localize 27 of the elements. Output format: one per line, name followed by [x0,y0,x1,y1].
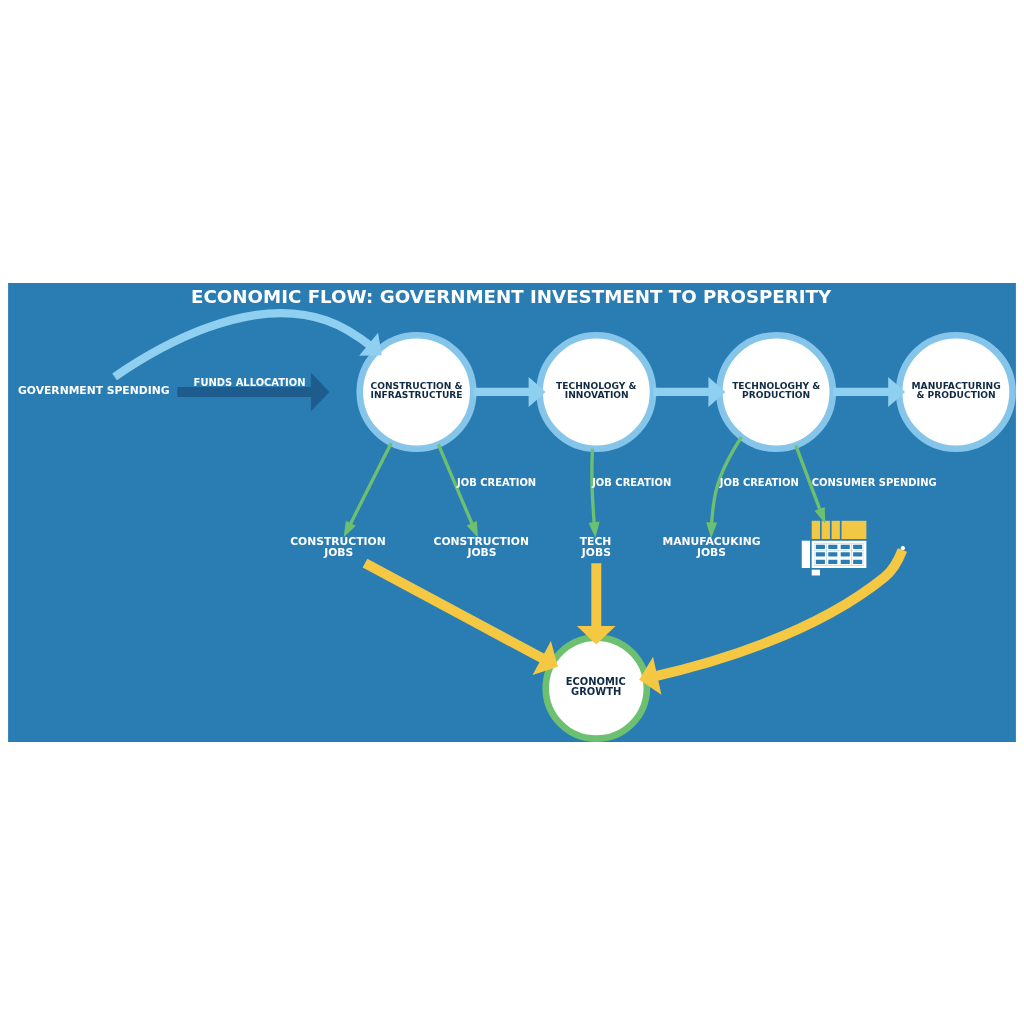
arrow [436,443,478,538]
node-text: MANUFACUKING JOBS [662,534,761,559]
arrow [706,435,743,538]
node-text: CONSTRUCTION JOBS [433,534,529,559]
node-text: GOVERNMENT SPENDING [18,383,170,397]
arrow [639,547,908,695]
arrow [794,444,826,524]
arrow [832,376,906,407]
edge-label: CONSUMER SPENDING [811,476,937,488]
arrow [576,562,616,644]
node-circle: MANUFACTURING & PRODUCTION [895,331,1016,452]
arrow [473,376,546,407]
node-circle: TECHNOLOGY & INNOVATION [536,331,657,452]
arrow [588,448,600,538]
node-circle: TECHNOLOGHY & PRODUCTION [716,331,837,452]
node-circle: ECONOMIC GROWTH [542,633,651,742]
node-text: TECH JOBS [579,534,612,559]
edge-label: JOB CREATION [719,476,799,488]
arrow [362,558,558,675]
node-text: CONSTRUCTION JOBS [290,534,386,559]
arrow [112,308,382,380]
edge-label: JOB CREATION [592,476,672,488]
edge-label: FUNDS ALLOCATION [193,376,306,388]
diagram-title: ECONOMIC FLOW: GOVERNMENT INVESTMENT TO PROSPERITY [190,285,832,307]
arrow [653,376,726,407]
edge-label: JOB CREATION [457,476,537,488]
arrow [343,441,393,537]
